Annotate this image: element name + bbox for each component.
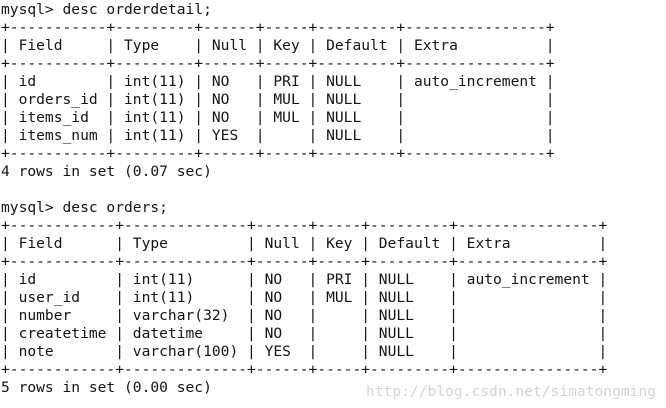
command-prompt-2: mysql> desc orders; xyxy=(1,199,168,216)
result-summary: 5 rows in set (0.00 sec) xyxy=(1,379,212,396)
table-border-mid: +------------+--------------+------+----… xyxy=(1,253,608,270)
blank-line xyxy=(0,181,666,199)
table-border-top: +------------+--------------+------+----… xyxy=(1,217,608,234)
table-border-bottom: +-----------+---------+------+-----+----… xyxy=(1,145,555,162)
table-border-bottom: +------------+--------------+------+----… xyxy=(1,361,608,378)
table-row: | id | int(11) | NO | PRI | NULL | auto_… xyxy=(1,73,555,90)
table-row: | items_num | int(11) | YES | | NULL | | xyxy=(1,127,555,144)
table-row: | orders_id | int(11) | NO | MUL | NULL … xyxy=(1,91,555,108)
table-header: | Field | Type | Null | Key | Default | … xyxy=(1,235,608,252)
watermark: http://blog.csdn.net/simatongming xyxy=(366,383,656,400)
table-border-top: +-----------+---------+------+-----+----… xyxy=(1,19,555,36)
command-prompt-1: mysql> desc orderdetail; xyxy=(1,1,212,18)
table-row: | number | varchar(32) | NO | | NULL | | xyxy=(1,307,608,324)
table-row: | createtime | datetime | NO | | NULL | … xyxy=(1,325,608,342)
table-header: | Field | Type | Null | Key | Default | … xyxy=(1,37,555,54)
result-summary: 4 rows in set (0.07 sec) xyxy=(1,163,212,180)
table-row: | user_id | int(11) | NO | MUL | NULL | … xyxy=(1,289,608,306)
table-border-mid: +-----------+---------+------+-----+----… xyxy=(1,55,555,72)
table-row: | id | int(11) | NO | PRI | NULL | auto_… xyxy=(1,271,608,288)
table-row: | note | varchar(100) | YES | | NULL | | xyxy=(1,343,608,360)
table-row: | items_id | int(11) | NO | MUL | NULL |… xyxy=(1,109,555,126)
